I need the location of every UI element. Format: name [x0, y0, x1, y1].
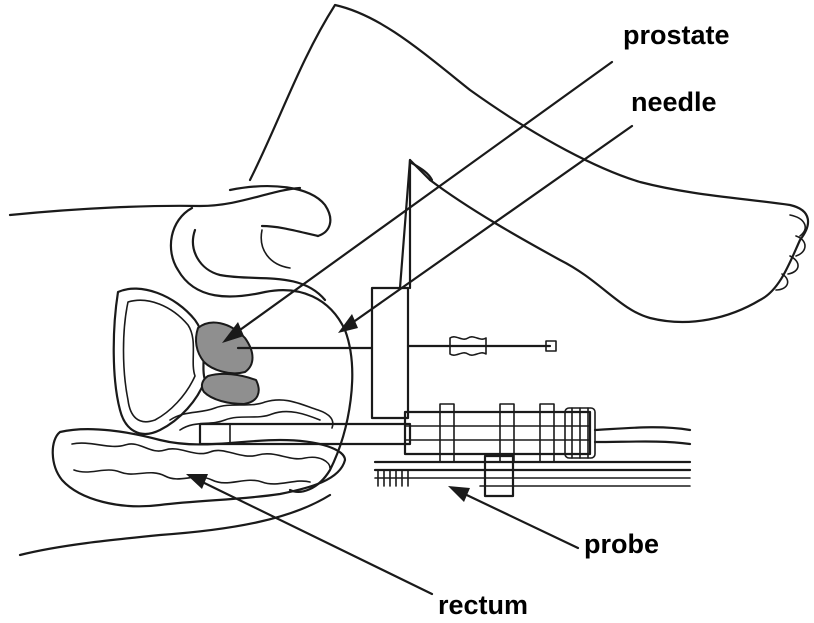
tissue-folds [170, 400, 333, 430]
arrow-needle [338, 126, 632, 333]
rectum-label: rectum [438, 592, 528, 619]
prostate-organ [196, 323, 259, 404]
arrow-rectum [186, 474, 432, 594]
prostate-label: prostate [623, 22, 730, 49]
probe-device [200, 404, 690, 496]
needle-label: needle [631, 89, 717, 116]
arrow-prostate [222, 62, 612, 343]
needle-device [238, 337, 556, 355]
leg-outline [250, 5, 808, 322]
rectum-organ [53, 429, 345, 506]
probe-label: probe [584, 531, 659, 558]
